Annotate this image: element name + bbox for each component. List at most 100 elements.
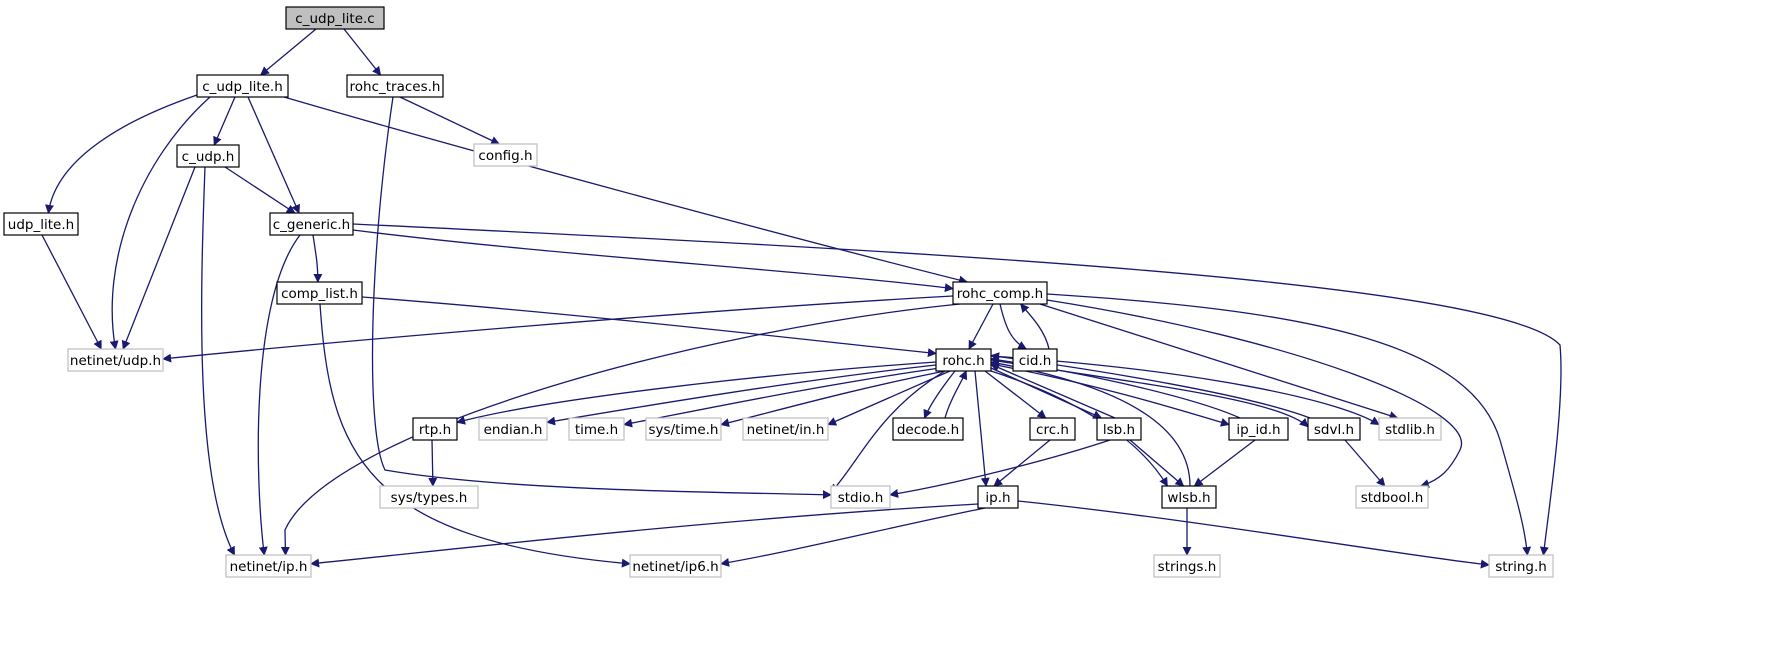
node-box [952, 281, 1048, 305]
edge-rohc-h-to-ip-id-h [990, 363, 1230, 427]
edge-rohc-comp-h-to-stdlib-h [1039, 303, 1399, 420]
node-box [1096, 417, 1142, 441]
node-box [196, 74, 289, 98]
node-c-udp-lite-c[interactable]: c_udp_lite.c [285, 6, 385, 30]
node-lsb-h[interactable]: lsb.h [1096, 417, 1142, 441]
node-netinet-ip-h[interactable]: netinet/ip.h [225, 554, 312, 578]
node-c-generic-h[interactable]: c_generic.h [269, 212, 354, 236]
node-box [478, 417, 548, 441]
node-label: crc.h [1036, 422, 1069, 438]
edge-lsb-h-to-wlsb-h [1129, 439, 1185, 487]
node-sys-types-h[interactable]: sys/types.h [379, 485, 479, 509]
edge-rohc-h-to-netinet-in-h [827, 370, 951, 426]
edge-crc-h-to-ip-h [993, 439, 1051, 487]
node-netinet-udp-h[interactable]: netinet/udp.h [67, 348, 164, 372]
node-box [473, 143, 538, 167]
node-box [830, 485, 891, 509]
node-box [629, 554, 722, 578]
node-rohc-traces-h[interactable]: rohc_traces.h [346, 74, 444, 98]
node-crc-h[interactable]: crc.h [1029, 417, 1076, 441]
node-box [742, 417, 829, 441]
edge-c-udp-lite-h-to-netinet-udp-h [109, 96, 211, 350]
node-label: c_generic.h [273, 217, 350, 233]
node-box [269, 212, 354, 236]
edge-c-generic-h-to-rohc-comp-h [352, 229, 954, 293]
node-label: udp_lite.h [8, 217, 74, 233]
edge-rohc-comp-h-to-string-h [1046, 293, 1532, 556]
node-wlsb-h[interactable]: wlsb.h [1161, 485, 1217, 509]
node-box [379, 485, 479, 509]
node-label: cid.h [1019, 353, 1052, 369]
edge-ip-h-to-netinet-ip6-h [720, 507, 986, 567]
node-label: netinet/ip6.h [632, 559, 718, 575]
node-box [346, 74, 444, 98]
edge-rohc-comp-h-to-cid-h [999, 303, 1027, 350]
edge-wlsb-h-to-rohc-h [990, 359, 1191, 487]
nodes-layer: c_udp_lite.c c_udp_lite.h rohc_traces.hcon… [3, 6, 1554, 578]
node-stdbool-h[interactable]: stdbool.h [1355, 485, 1429, 509]
node-netinet-in-h[interactable]: netinet/in.h [742, 417, 829, 441]
node-label: ip_id.h [1236, 422, 1280, 438]
node-box [1378, 417, 1442, 441]
node-label: rohc_traces.h [350, 79, 441, 95]
edge-rohc-comp-h-to-netinet-udp-h [162, 295, 954, 363]
edge-rtp-h-to-sys-types-h [428, 439, 438, 487]
node-stdlib-h[interactable]: stdlib.h [1378, 417, 1442, 441]
node-label: time.h [575, 422, 618, 438]
node-box [1153, 554, 1221, 578]
node-box [67, 348, 164, 372]
node-label: netinet/in.h [747, 422, 825, 438]
edge-cid-h-to-rohc-comp-h [1020, 303, 1050, 350]
node-ip-h[interactable]: ip.h [977, 485, 1019, 509]
node-udp-lite-h[interactable]: udp_lite.h [3, 212, 79, 236]
node-box [1161, 485, 1217, 509]
edge-rohc-h-to-sys-time-h [720, 370, 946, 428]
edge-lsb-h-to-rohc-h [990, 363, 1116, 419]
edge-rohc-traces-h-to-stdio-h [371, 96, 832, 500]
node-label: config.h [478, 148, 532, 164]
node-sdvl-h[interactable]: sdvl.h [1307, 417, 1361, 441]
node-label: netinet/udp.h [70, 353, 161, 369]
node-endian-h[interactable]: endian.h [478, 417, 548, 441]
edge-c-generic-h-to-netinet-ip-h [257, 234, 301, 556]
node-box [176, 144, 240, 168]
node-decode-h[interactable]: decode.h [892, 417, 964, 441]
node-label: c_udp_lite.h [202, 79, 283, 95]
edge-ip-id-h-to-wlsb-h [1193, 439, 1256, 487]
node-label: rohc.h [942, 353, 984, 369]
edge-rohc-comp-h-to-netinet-ip-h [280, 303, 961, 556]
node-c-udp-lite-h[interactable]: c_udp_lite.h [196, 74, 289, 98]
edge-c-udp-lite-c-to-rohc-traces-h [343, 28, 382, 76]
node-string-h[interactable]: string.h [1488, 554, 1554, 578]
node-ip-id-h[interactable]: ip_id.h [1228, 417, 1289, 441]
node-label: sdvl.h [1314, 422, 1354, 438]
edge-rohc-comp-h-to-stdbool-h [1046, 299, 1463, 488]
node-box [225, 554, 312, 578]
edge-rohc-h-to-ip-h [974, 370, 990, 487]
node-rtp-h[interactable]: rtp.h [412, 417, 458, 441]
node-cid-h[interactable]: cid.h [1012, 348, 1058, 372]
edge-ip-h-to-string-h [1017, 500, 1490, 569]
edge-c-udp-lite-h-to-c-generic-h [247, 96, 300, 214]
node-label: endian.h [484, 422, 543, 438]
node-sys-time-h[interactable]: sys/time.h [645, 417, 722, 441]
node-netinet-ip6-h[interactable]: netinet/ip6.h [629, 554, 722, 578]
edge-ip-h-to-netinet-ip-h [310, 503, 979, 568]
node-time-h[interactable]: time.h [568, 417, 625, 441]
node-box [1355, 485, 1429, 509]
node-rohc-h[interactable]: rohc.h [935, 348, 992, 372]
edge-rohc-h-to-decode-h [923, 370, 956, 419]
node-box [285, 6, 385, 30]
node-box [1488, 554, 1554, 578]
node-box [1307, 417, 1361, 441]
node-label: comp_list.h [281, 286, 358, 302]
node-config-h[interactable]: config.h [473, 143, 538, 167]
node-comp-list-h[interactable]: comp_list.h [276, 281, 363, 305]
node-rohc-comp-h[interactable]: rohc_comp.h [952, 281, 1048, 305]
edge-c-generic-h-to-comp-list-h [312, 234, 323, 283]
node-c-udp-h[interactable]: c_udp.h [176, 144, 240, 168]
node-box [1228, 417, 1289, 441]
edge-comp-list-h-to-netinet-ip6-h [319, 303, 631, 568]
node-strings-h[interactable]: strings.h [1153, 554, 1221, 578]
node-stdio-h[interactable]: stdio.h [830, 485, 891, 509]
